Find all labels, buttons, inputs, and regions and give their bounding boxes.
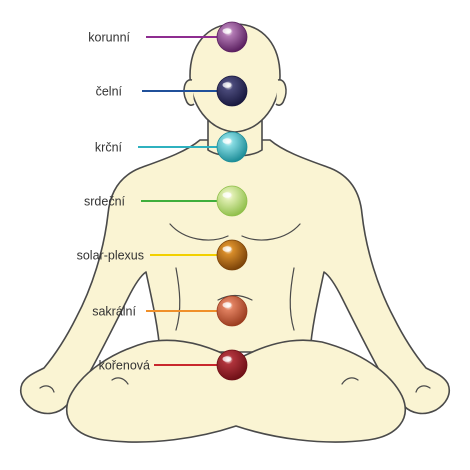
chakra-label: solar-plexus (77, 249, 144, 263)
chakra-stone (216, 131, 248, 163)
chakra-1: korunní (88, 21, 248, 53)
chakra-stone (216, 75, 248, 107)
chakra-label: sakrální (92, 305, 136, 319)
chakra-stone (216, 185, 248, 217)
chakra-6: sakrální (92, 295, 248, 327)
chakra-stone-highlight (222, 246, 232, 252)
chakra-stone (216, 239, 248, 271)
chakra-label: srdeční (84, 195, 126, 209)
chakra-stone-highlight (222, 302, 232, 308)
meditating-figure (19, 23, 451, 443)
chakra-stone-highlight (222, 82, 232, 88)
chakra-stone (216, 349, 248, 381)
chakra-label: kořenová (99, 359, 150, 373)
figure-ear-left (183, 79, 195, 106)
chakra-stone-highlight (222, 138, 232, 144)
chakra-markers: korunní čelní krční srdeční solar-plexus sakr… (77, 21, 248, 381)
chakra-stone-highlight (222, 356, 232, 362)
chakra-label: čelní (96, 85, 123, 99)
figure-details (39, 223, 431, 393)
chakra-4: srdeční (84, 185, 248, 217)
chakra-5: solar-plexus (77, 239, 248, 271)
chakra-stone-highlight (222, 28, 232, 34)
chakra-label: krční (95, 141, 123, 155)
chakra-stone (216, 295, 248, 327)
chakra-2: čelní (96, 75, 248, 107)
chakra-7: kořenová (99, 349, 248, 381)
figure-ear-right (275, 79, 287, 106)
figure-legs (66, 339, 406, 443)
chakra-stone-highlight (222, 192, 232, 198)
chakra-label: korunní (88, 31, 130, 45)
chakra-stone (216, 21, 248, 53)
chakra-3: krční (95, 131, 248, 163)
